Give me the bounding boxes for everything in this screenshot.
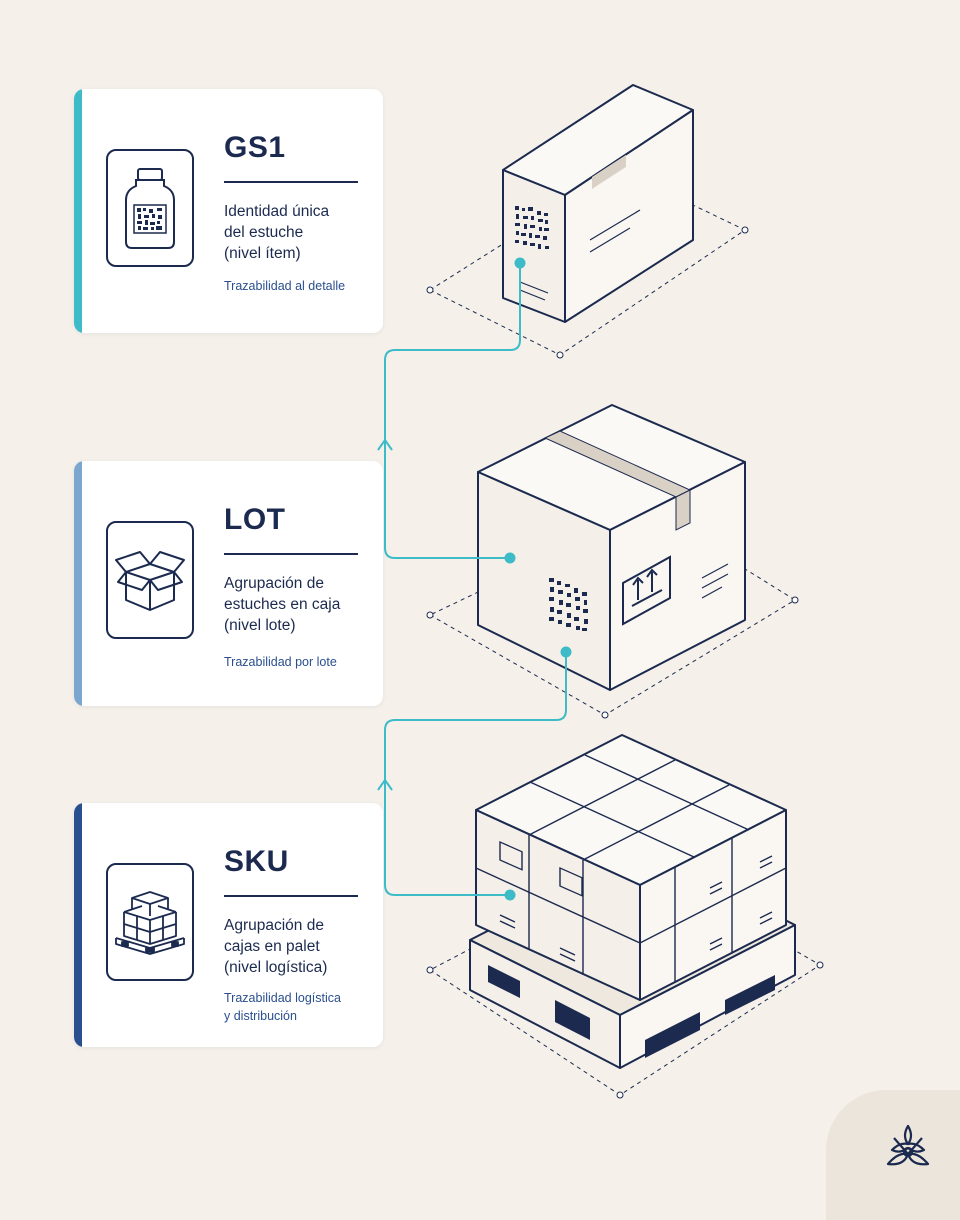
accent-bar — [74, 461, 82, 706]
level-title: GS1 — [224, 131, 286, 164]
level-description: Agrupación de cajas en palet (nivel logí… — [224, 917, 328, 976]
case-datamatrix — [549, 578, 588, 631]
level-description: Agrupación de estuches en caja (nivel lo… — [224, 575, 341, 634]
title-divider — [224, 895, 358, 897]
level-card-gs1: GS1 Identidad única del estuche (nivel í… — [74, 89, 383, 333]
level-note: Trazabilidad logística y distribución — [224, 991, 341, 1023]
level-note: Trazabilidad al detalle — [224, 279, 346, 293]
level-title: LOT — [224, 503, 286, 536]
flower-logo-icon — [886, 1124, 930, 1166]
level-description: Identidad única del estuche (nivel ítem) — [224, 203, 330, 262]
vial-icon — [106, 149, 194, 267]
title-divider — [224, 181, 358, 183]
accent-bar — [74, 803, 82, 1047]
accent-bar — [74, 89, 82, 333]
level-card-sku: SKU Agrupación de cajas en palet (nivel … — [74, 803, 383, 1047]
connector-lines — [377, 263, 567, 896]
level-title: SKU — [224, 845, 289, 878]
title-divider — [224, 553, 358, 555]
connector-dots — [504, 257, 572, 901]
open-box-icon — [106, 521, 194, 639]
lot-case — [477, 404, 746, 691]
pallet-boxes-icon — [106, 863, 194, 981]
brand-badge — [826, 1090, 960, 1220]
item-datamatrix — [515, 206, 549, 249]
up-arrows-icon — [622, 555, 671, 626]
level-note: Trazabilidad por lote — [224, 655, 337, 669]
level-card-lot: LOT Agrupación de estuches en caja (nive… — [74, 461, 383, 706]
